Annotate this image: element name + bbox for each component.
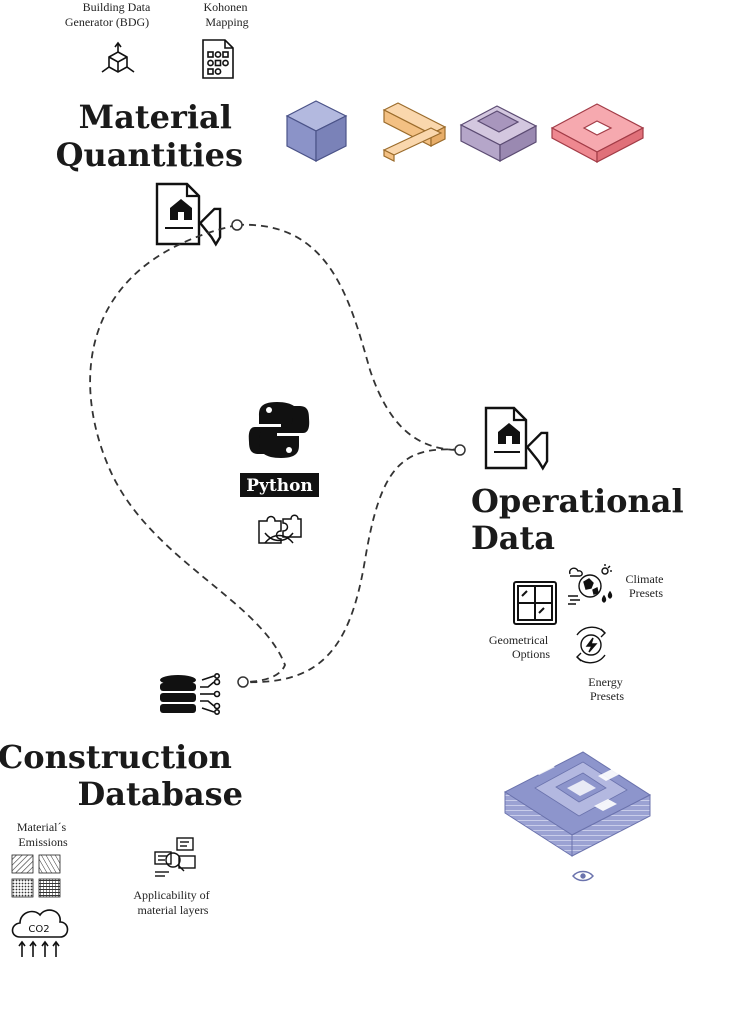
operational-data-title: Operational Data bbox=[471, 482, 695, 557]
energy-icon bbox=[576, 626, 606, 664]
blue-cube-block bbox=[285, 100, 348, 162]
connector-node-material bbox=[231, 219, 243, 231]
python-label: Python bbox=[246, 476, 313, 496]
window-geometry-icon bbox=[513, 581, 557, 625]
kohonen-label: Kohonen Mapping bbox=[204, 0, 251, 29]
python-badge bbox=[240, 473, 319, 497]
connector-operational-to-database bbox=[242, 448, 461, 683]
red-ring-block bbox=[550, 103, 645, 163]
isometric-building-model bbox=[503, 751, 652, 857]
applicability-search-icon bbox=[154, 837, 196, 877]
climate-presets-label: Climate Presets bbox=[626, 572, 667, 600]
bdg-label: Building Data Generator (BDG) bbox=[65, 0, 153, 29]
co2-cloud-icon: CO2 bbox=[11, 909, 69, 957]
connector-material-to-operational bbox=[236, 224, 461, 451]
applicability-label: Applicability of material layers bbox=[133, 888, 212, 917]
eye-view-icon bbox=[572, 870, 594, 882]
material-quantities-document-icon bbox=[155, 182, 222, 247]
connector-material-to-database bbox=[89, 224, 286, 683]
python-logo-icon bbox=[248, 402, 310, 458]
connector-node-database bbox=[237, 676, 249, 688]
co2-label: CO2 bbox=[28, 924, 49, 935]
flow-connectors bbox=[89, 224, 461, 683]
integration-puzzle-icon bbox=[258, 514, 302, 544]
orange-chevron-block bbox=[382, 102, 447, 162]
energy-presets-label: Energy Presets bbox=[588, 675, 625, 703]
material-quantities-title: Material Quantities bbox=[56, 98, 243, 174]
database-icon bbox=[160, 672, 221, 715]
connector-node-operational bbox=[454, 444, 466, 456]
bdg-icon bbox=[101, 41, 135, 73]
operational-data-document-icon bbox=[484, 406, 549, 471]
climate-icon bbox=[568, 564, 613, 605]
material-hatch-swatches bbox=[11, 854, 61, 898]
kohonen-mapping-icon bbox=[202, 39, 234, 79]
material-emissions-label: Material´s Emissions bbox=[17, 820, 69, 849]
purple-u-block bbox=[459, 105, 538, 162]
geometrical-options-label: Geometrical Options bbox=[489, 633, 551, 661]
construction-database-title: Construction Database bbox=[0, 738, 243, 813]
